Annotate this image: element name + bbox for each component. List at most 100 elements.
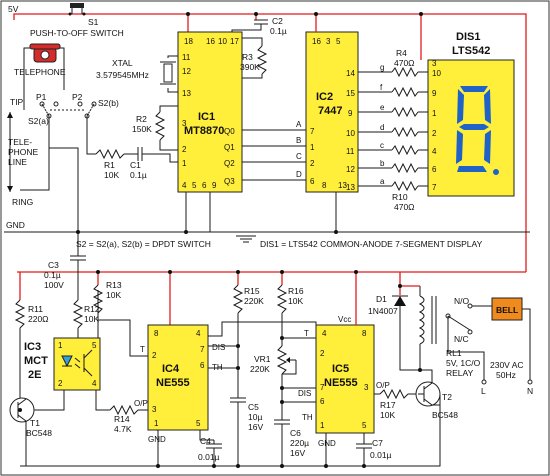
- ic3-part2: 2E: [28, 369, 41, 381]
- supply-rail: [13, 13, 527, 325]
- ic3-pin-5: 5: [92, 341, 97, 350]
- seg-letter-a: a: [380, 177, 385, 186]
- seg-line-c: [358, 144, 428, 156]
- ic4-pin-3: 3: [152, 405, 157, 414]
- ic4-t: T: [140, 345, 145, 354]
- phone-line-arrows: [7, 112, 13, 192]
- t2-ref: T2: [442, 392, 452, 402]
- r14-value: 4.7K: [114, 424, 132, 434]
- resistor-r11: [14, 299, 26, 329]
- ic5-part: NE555: [324, 377, 358, 389]
- ic2-pin-13: 13: [346, 183, 355, 192]
- vr1-ref: VR1: [254, 354, 271, 364]
- ring-label: RING: [12, 197, 33, 207]
- ic5-vcc: Vcc: [338, 315, 351, 324]
- bcd-bus: [242, 129, 306, 181]
- ic1-pin-18: 18: [184, 37, 193, 46]
- c3-ref: C3: [48, 260, 59, 270]
- telephone-icon: [29, 43, 61, 63]
- c1-ref: C1: [130, 160, 141, 170]
- s1-desc: PUSH-TO-OFF SWITCH: [30, 28, 124, 38]
- ic5-pin-1: 1: [320, 421, 325, 430]
- c3-voltage: 100V: [44, 280, 64, 290]
- r14-ref: R14: [114, 414, 130, 424]
- dis-pin-9: 9: [432, 89, 437, 98]
- vr1-value: 220K: [250, 364, 270, 374]
- dis1-ref: DIS1: [456, 31, 480, 43]
- r15-ref: R15: [244, 286, 260, 296]
- c5-voltage: 16V: [248, 422, 263, 432]
- p2-label: P2: [72, 92, 83, 102]
- bell-label: BELL: [496, 305, 518, 315]
- ic5-pin-4: 4: [322, 329, 327, 338]
- ic2-pin-7: 7: [310, 127, 315, 136]
- dis-pin-4: 4: [432, 147, 437, 156]
- ic2-pin-13b: 13: [338, 181, 347, 190]
- telephone-label: TELEPHONE: [14, 67, 66, 77]
- s1-push-switch: [68, 3, 86, 16]
- resistor-r13: [92, 284, 104, 314]
- c7-value: 0.01µ: [370, 450, 392, 460]
- s2a-label: S2(a): [28, 116, 49, 126]
- rl1-type: RELAY: [446, 368, 474, 378]
- r13-ref: R13: [106, 280, 122, 290]
- r11-ref: R11: [28, 304, 43, 314]
- ic4-pin-1: 1: [154, 419, 159, 428]
- s1-ref: S1: [88, 17, 99, 27]
- r10-value: 470Ω: [394, 202, 415, 212]
- seg-line-d: [358, 126, 428, 138]
- ic3-pin-2: 2: [58, 379, 63, 388]
- gnd-label: GND: [6, 220, 25, 230]
- resistor-r12: [72, 299, 84, 329]
- c2-value: 0.1µ: [270, 26, 287, 36]
- ic4-body: [147, 324, 209, 431]
- d1-value: 1N4007: [368, 306, 398, 316]
- ic2-pin-12: 12: [346, 165, 355, 174]
- ic2-pin-2: 2: [310, 159, 315, 168]
- potentiometer-vr1: [276, 345, 297, 375]
- ic2-pin-10: 10: [346, 129, 355, 138]
- r15-value: 220K: [244, 296, 264, 306]
- ic3-pin-1: 1: [58, 341, 63, 350]
- ic1-pin-17: 17: [230, 37, 239, 46]
- seg-line-g: [358, 66, 428, 78]
- ic5-th: TH: [302, 413, 313, 422]
- c4-ref: C4: [200, 436, 211, 446]
- ic4-pin-6: 6: [200, 361, 205, 370]
- ic4-gnd: GND: [148, 435, 166, 444]
- r2-value: 150K: [132, 124, 152, 134]
- seven-segment-digit: [456, 86, 499, 175]
- ic1-pin-2: 2: [182, 145, 187, 154]
- ic4-pin-4: 4: [196, 329, 201, 338]
- d1-ref: D1: [376, 294, 387, 304]
- resistor-r1: [95, 148, 125, 160]
- ic1-pin-5: 5: [192, 181, 197, 190]
- relay-no-label: N/O: [454, 296, 470, 306]
- ic5-pin-8: 8: [362, 329, 367, 338]
- ic4-ref: IC4: [162, 363, 180, 375]
- ic1-q2: Q2: [224, 159, 235, 168]
- segment-resistors: [358, 66, 428, 192]
- junction-dots: [18, 12, 423, 468]
- ic2-in-d: D: [296, 170, 302, 179]
- resistor-r14: [109, 404, 139, 416]
- p1-label: P1: [36, 92, 47, 102]
- ic2-pin-9: 9: [348, 109, 353, 118]
- ic1-pin-3: 3: [182, 119, 187, 128]
- relay-coil-rl1: [400, 285, 437, 370]
- seg-line-e: [358, 106, 428, 118]
- ic5-pin-3: 3: [364, 383, 369, 392]
- r3-ref: R3: [242, 52, 253, 62]
- ic5-gnd: GND: [318, 439, 336, 448]
- ic2-pin-1: 1: [310, 143, 315, 152]
- mains-voltage: 230V AC: [490, 360, 524, 370]
- ic1-pin-6: 6: [202, 181, 207, 190]
- ic5-pin-6: 6: [320, 397, 325, 406]
- r4-ref: R4: [396, 48, 407, 58]
- r3-value: 390K: [240, 62, 260, 72]
- r17-value: 10K: [380, 410, 395, 420]
- mains-terminals: [481, 379, 533, 385]
- phone-line-1: TELE-: [8, 137, 32, 147]
- ic1-pin-11: 11: [182, 53, 191, 62]
